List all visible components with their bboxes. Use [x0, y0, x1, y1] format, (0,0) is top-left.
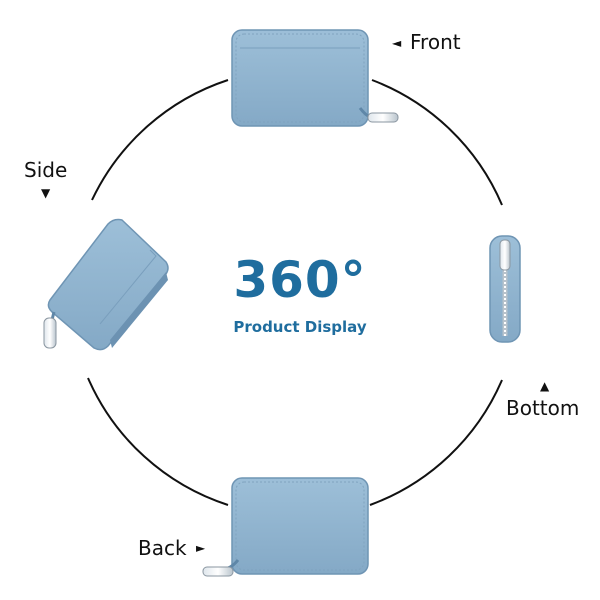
wallet-back-view [202, 477, 369, 577]
front-label: Front [410, 30, 461, 54]
ring-arc-bottom-right [369, 379, 503, 506]
side-arrow-icon: ▼ [41, 186, 51, 200]
product-display-subtitle: Product Display [233, 318, 367, 336]
back-arrow-icon: ► [196, 541, 206, 555]
wallet-bottom-view [489, 235, 521, 343]
ring-arc-top-right [371, 79, 503, 206]
rotation-ring [87, 79, 503, 506]
wallet-side-view [43, 218, 169, 351]
product-360-title: 360° [233, 251, 367, 309]
bottom-label: Bottom [506, 396, 580, 420]
front-arrow-icon: ◄ [392, 36, 402, 50]
bottom-arrow-icon: ▲ [540, 379, 550, 393]
wallet-front-view [231, 29, 399, 127]
ring-arc-top-left [91, 79, 229, 201]
back-label: Back [138, 536, 187, 560]
ring-arc-bottom-left [87, 377, 229, 506]
side-label: Side [24, 158, 68, 182]
